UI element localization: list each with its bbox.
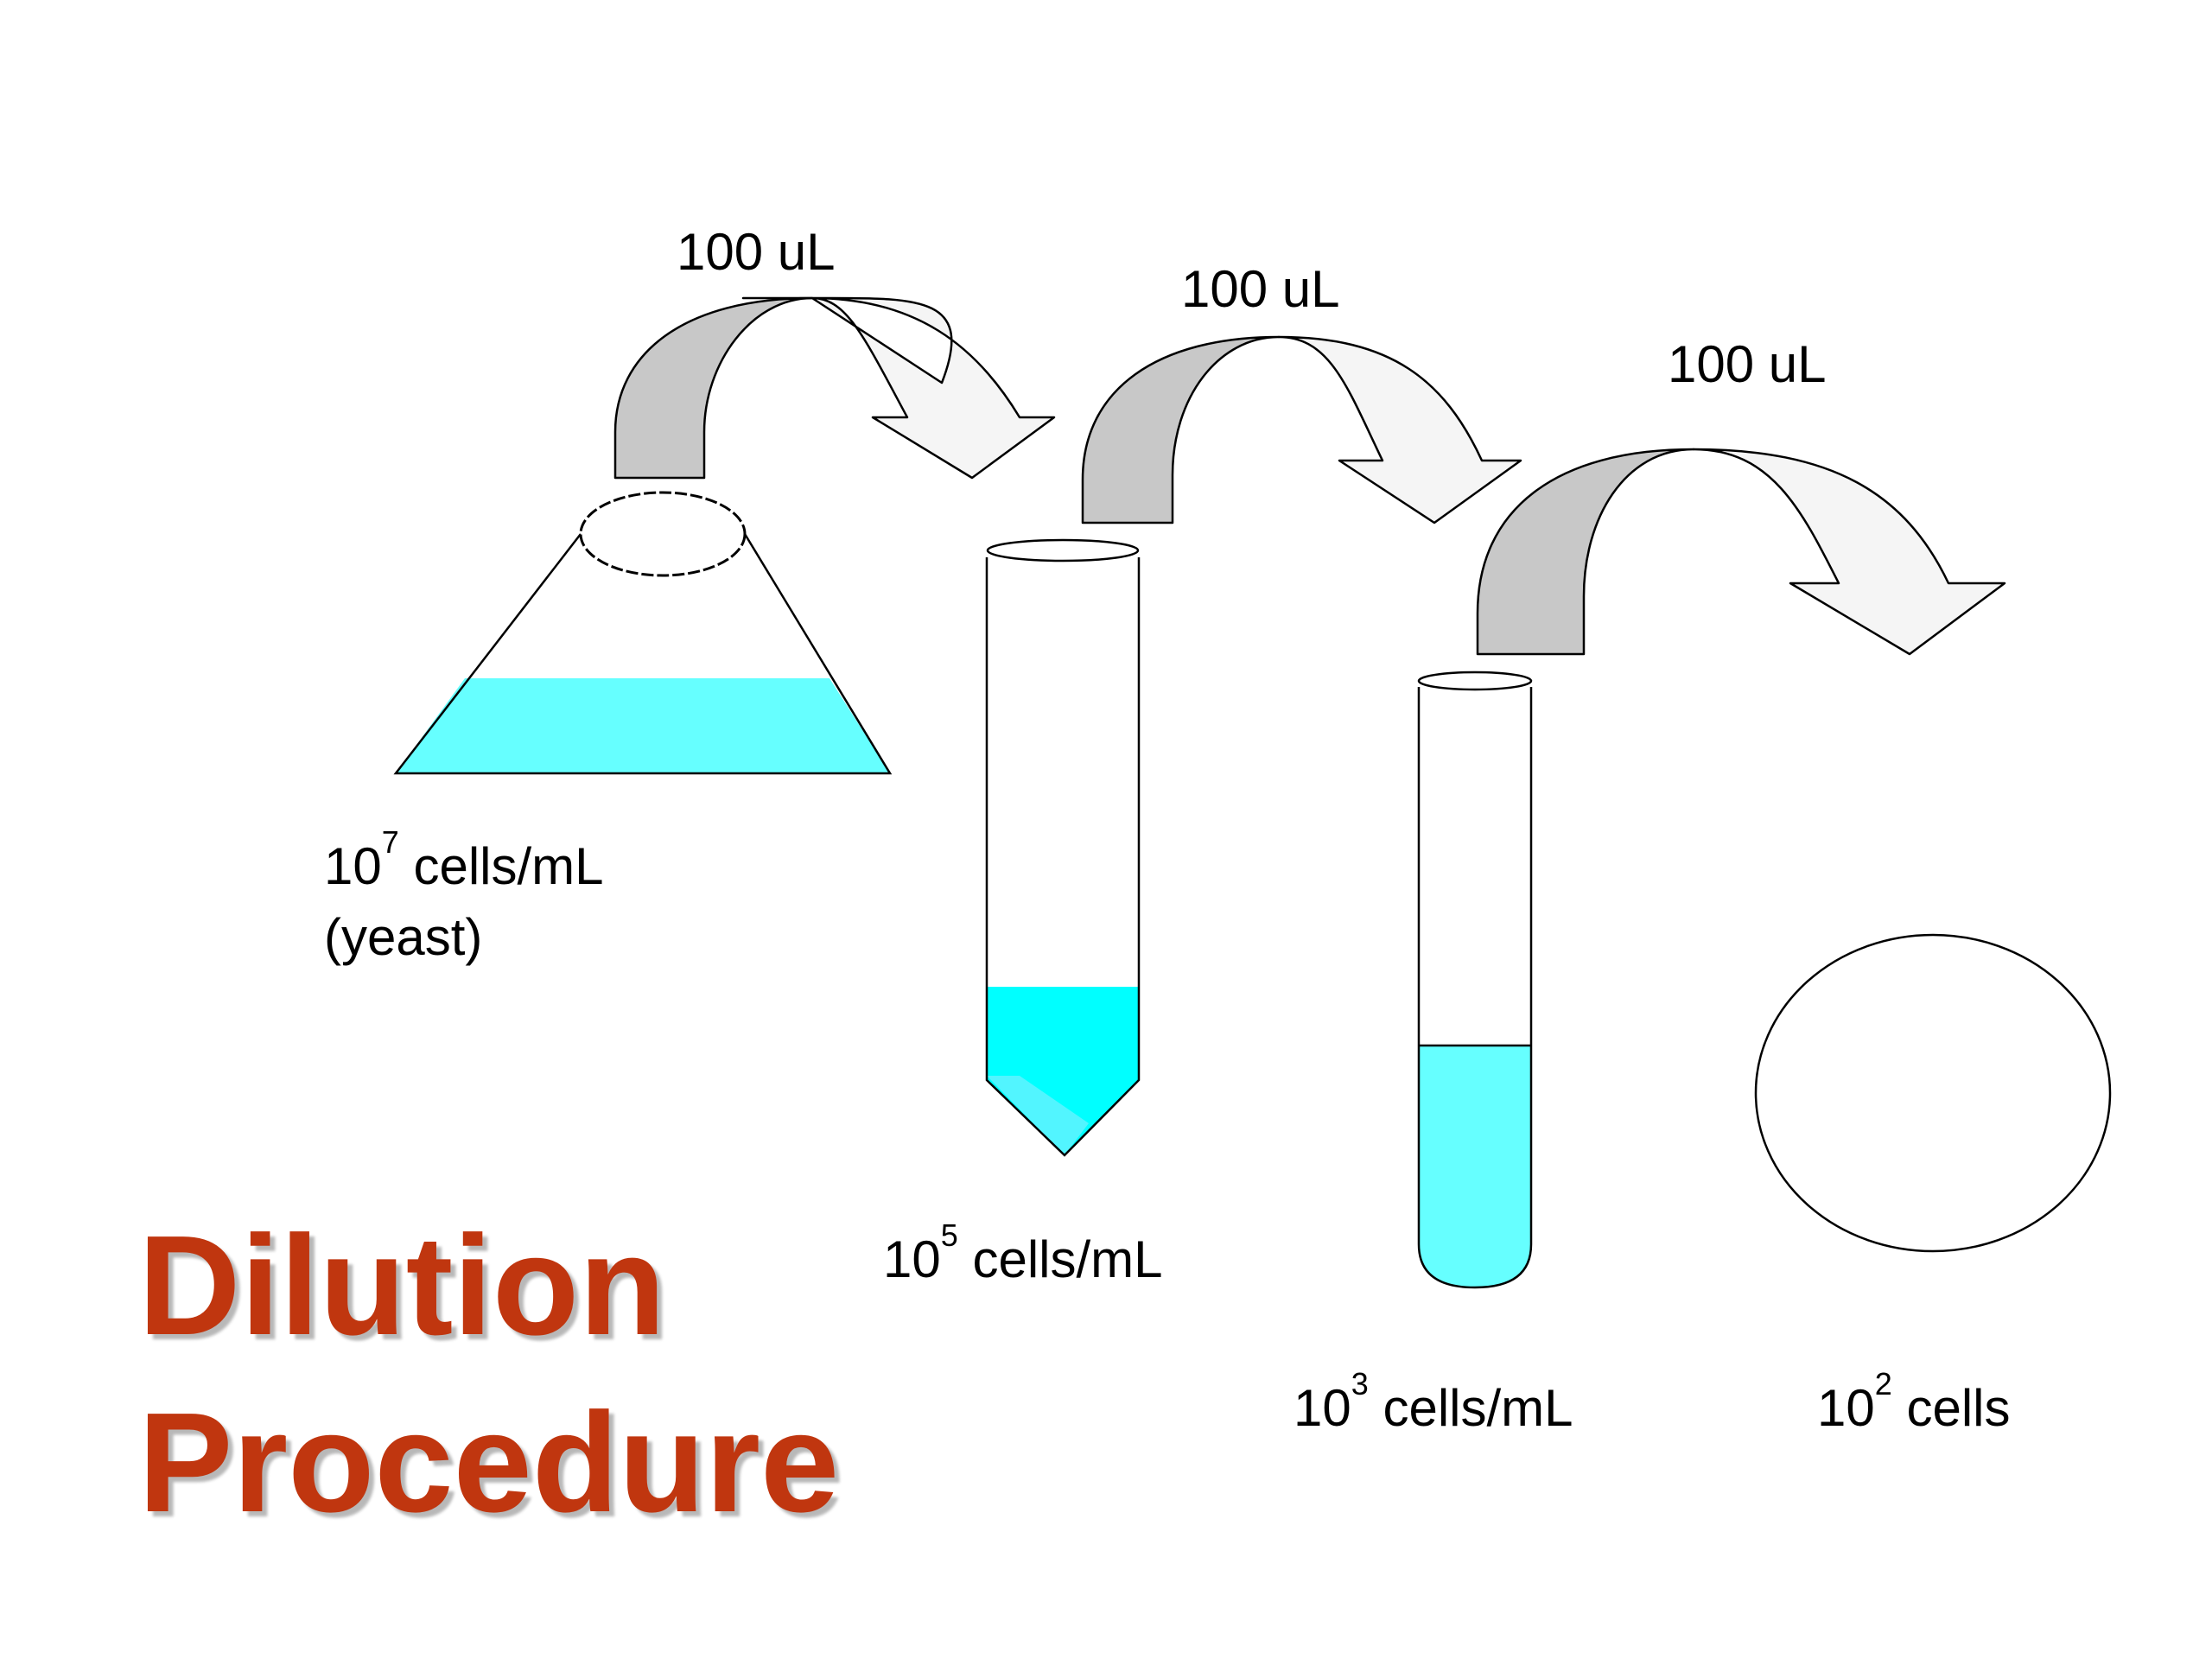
round-tube xyxy=(1417,671,1533,1289)
title-line-1: Dilution xyxy=(138,1206,666,1364)
plate xyxy=(1754,933,2112,1253)
transfer-label-2: 100 uL xyxy=(1181,260,1340,318)
flask-liquid xyxy=(396,678,890,773)
transfer-arrow-1 xyxy=(613,296,1056,480)
plate-count-label: 102 cells xyxy=(1817,1366,2011,1438)
conical-tube xyxy=(985,538,1141,1157)
transfer-arrow-2 xyxy=(1081,335,1522,524)
flask-concentration-label: 107 cells/mL xyxy=(324,824,604,896)
transfer-label-1: 100 uL xyxy=(677,223,836,281)
transfer-arrow-3 xyxy=(1476,448,2006,656)
round-tube-concentration-label: 103 cells/mL xyxy=(1294,1366,1573,1438)
flask xyxy=(393,491,893,775)
flask-note-label: (yeast) xyxy=(324,908,483,966)
round-tube-rim xyxy=(1417,671,1533,691)
title-line-2: Procedure xyxy=(138,1383,840,1541)
transfer-label-3: 100 uL xyxy=(1668,335,1827,393)
conical-tube-concentration-label: 105 cells/mL xyxy=(883,1217,1163,1289)
flask-mouth xyxy=(579,491,747,577)
round-tube-liquid xyxy=(1419,1046,1531,1287)
conical-tube-rim xyxy=(986,538,1140,563)
